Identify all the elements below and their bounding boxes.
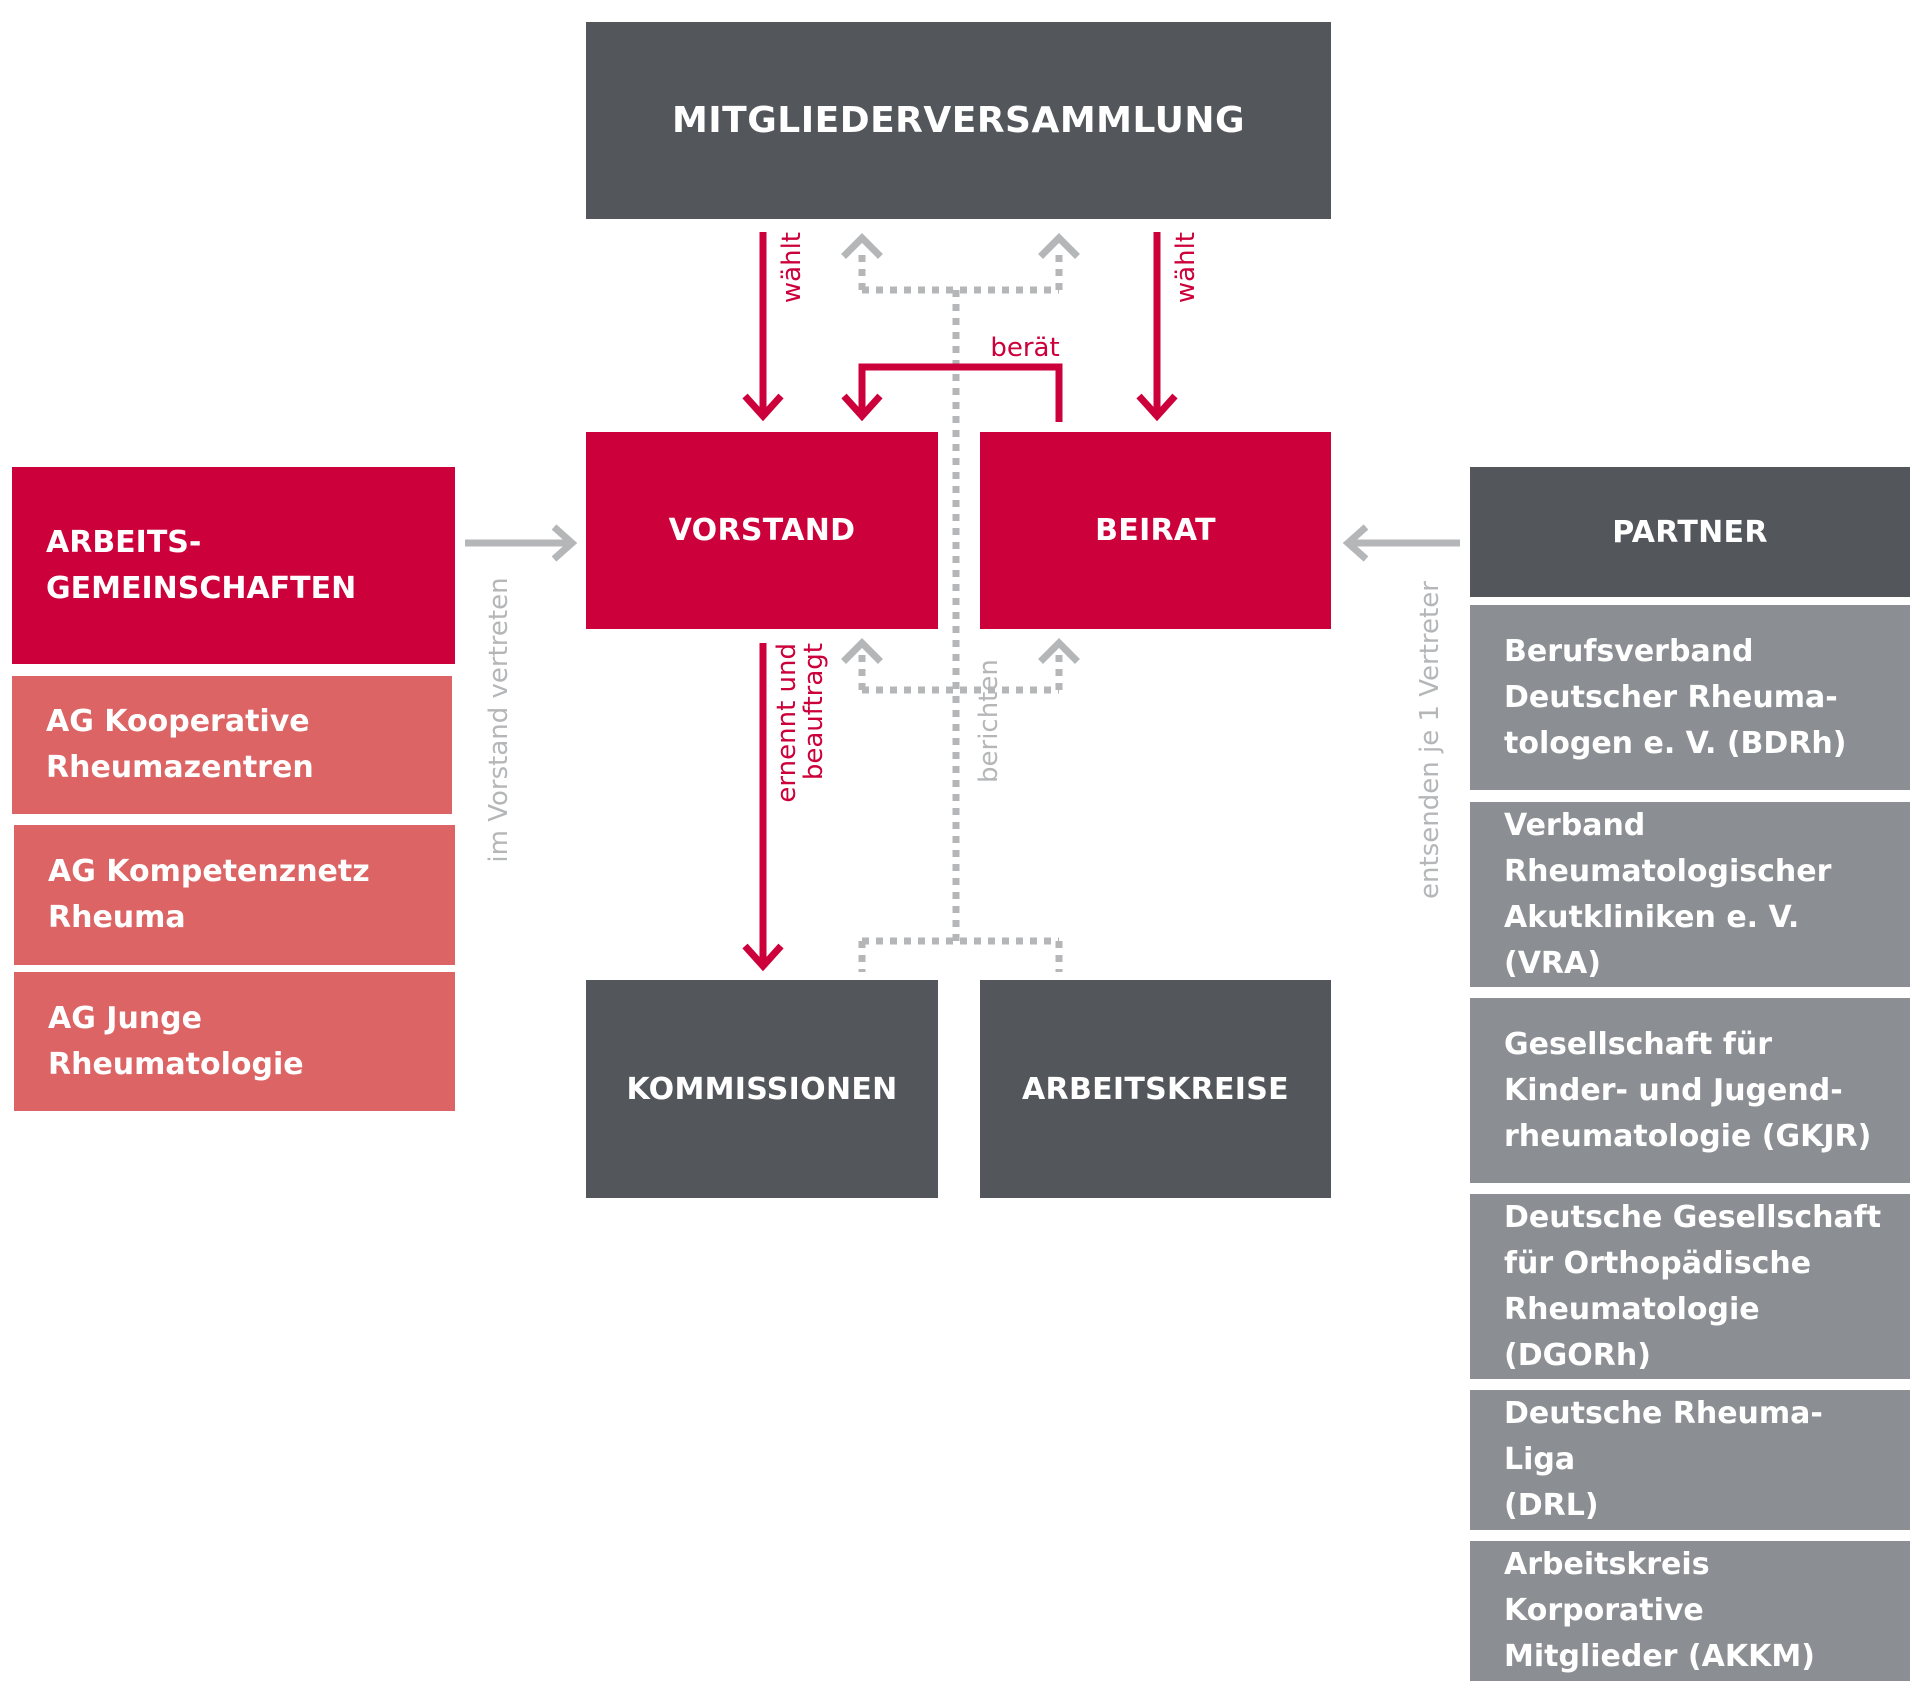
arbeitsgemeinschaften-label: ARBEITS- GEMEINSCHAFTEN <box>46 524 357 606</box>
kommissionen-label: KOMMISSIONEN <box>626 1071 898 1107</box>
partner-label: PARTNER <box>1612 514 1768 550</box>
waehlt-arrow-left <box>742 232 784 422</box>
partner-item-label: Verband Rheumatologischer Akutkliniken e… <box>1504 807 1832 981</box>
partner-item: Berufsverband Deutscher Rheuma- tologen … <box>1470 605 1910 790</box>
box-arbeitsgemeinschaften: ARBEITS- GEMEINSCHAFTEN <box>12 467 455 664</box>
vorstand-label: VORSTAND <box>668 513 856 548</box>
box-kommissionen: KOMMISSIONEN <box>586 980 938 1198</box>
label-beraet: berät <box>990 333 1059 363</box>
partner-item: Deutsche Gesellschaft für Orthopädische … <box>1470 1194 1910 1379</box>
label-berichten: berichten <box>974 659 1004 783</box>
beirat-label: BEIRAT <box>1095 513 1216 548</box>
label-waehlt-left: wählt <box>777 232 807 303</box>
label-entsenden: entsenden je 1 Vertreter <box>1415 581 1445 899</box>
partner-item: Deutsche Rheuma-Liga (DRL) <box>1470 1390 1910 1530</box>
mitgliederversammlung-label: MITGLIEDERVERSAMMLUNG <box>671 100 1246 141</box>
arbeitskreise-label: ARBEITSKREISE <box>1022 1071 1289 1107</box>
berichten-arrowheads <box>841 233 1080 664</box>
ag-item: AG Kooperative Rheumazentren <box>12 676 452 814</box>
beraet-arrow <box>841 363 1063 422</box>
berichten-dotted-lines <box>858 250 1063 972</box>
ag-item: AG Junge Rheumatologie <box>14 972 455 1111</box>
partner-item-label: Gesellschaft für Kinder- und Jugend- rhe… <box>1504 1026 1872 1154</box>
partner-item-label: Deutsche Rheuma-Liga (DRL) <box>1504 1396 1823 1523</box>
label-ernennt-1: ernennt und <box>772 643 802 803</box>
partner-item: Gesellschaft für Kinder- und Jugend- rhe… <box>1470 998 1910 1183</box>
box-arbeitskreise: ARBEITSKREISE <box>980 980 1331 1198</box>
ag-item-label: AG Kompetenznetz Rheuma <box>48 854 370 935</box>
waehlt-arrow-right <box>1136 232 1178 422</box>
partner-item-label: Deutsche Gesellschaft für Orthopädische … <box>1504 1199 1882 1373</box>
label-waehlt-right: wählt <box>1171 232 1201 303</box>
partner-item-label: Berufsverband Deutscher Rheuma- tologen … <box>1504 633 1847 761</box>
box-beirat: BEIRAT <box>980 432 1331 629</box>
box-mitgliederversammlung: MITGLIEDERVERSAMMLUNG <box>586 22 1331 219</box>
box-vorstand: VORSTAND <box>586 432 938 629</box>
label-ernennt-2: beauftragt <box>799 643 829 780</box>
partner-item: Arbeitskreis Korporative Mitglieder (AKK… <box>1470 1541 1910 1681</box>
ernennt-arrow <box>742 643 784 972</box>
label-im-vorstand: im Vorstand vertreten <box>484 577 514 862</box>
ag-item-label: AG Kooperative Rheumazentren <box>46 704 314 785</box>
partner-item-label: Arbeitskreis Korporative Mitglieder (AKK… <box>1504 1547 1815 1674</box>
im-vorstand-arrow <box>465 524 578 562</box>
ag-item: AG Kompetenznetz Rheuma <box>14 825 455 965</box>
partner-item: Verband Rheumatologischer Akutkliniken e… <box>1470 802 1910 987</box>
ag-item-label: AG Junge Rheumatologie <box>48 1000 304 1082</box>
entsenden-arrow <box>1342 524 1460 562</box>
box-partner: PARTNER <box>1470 467 1910 597</box>
